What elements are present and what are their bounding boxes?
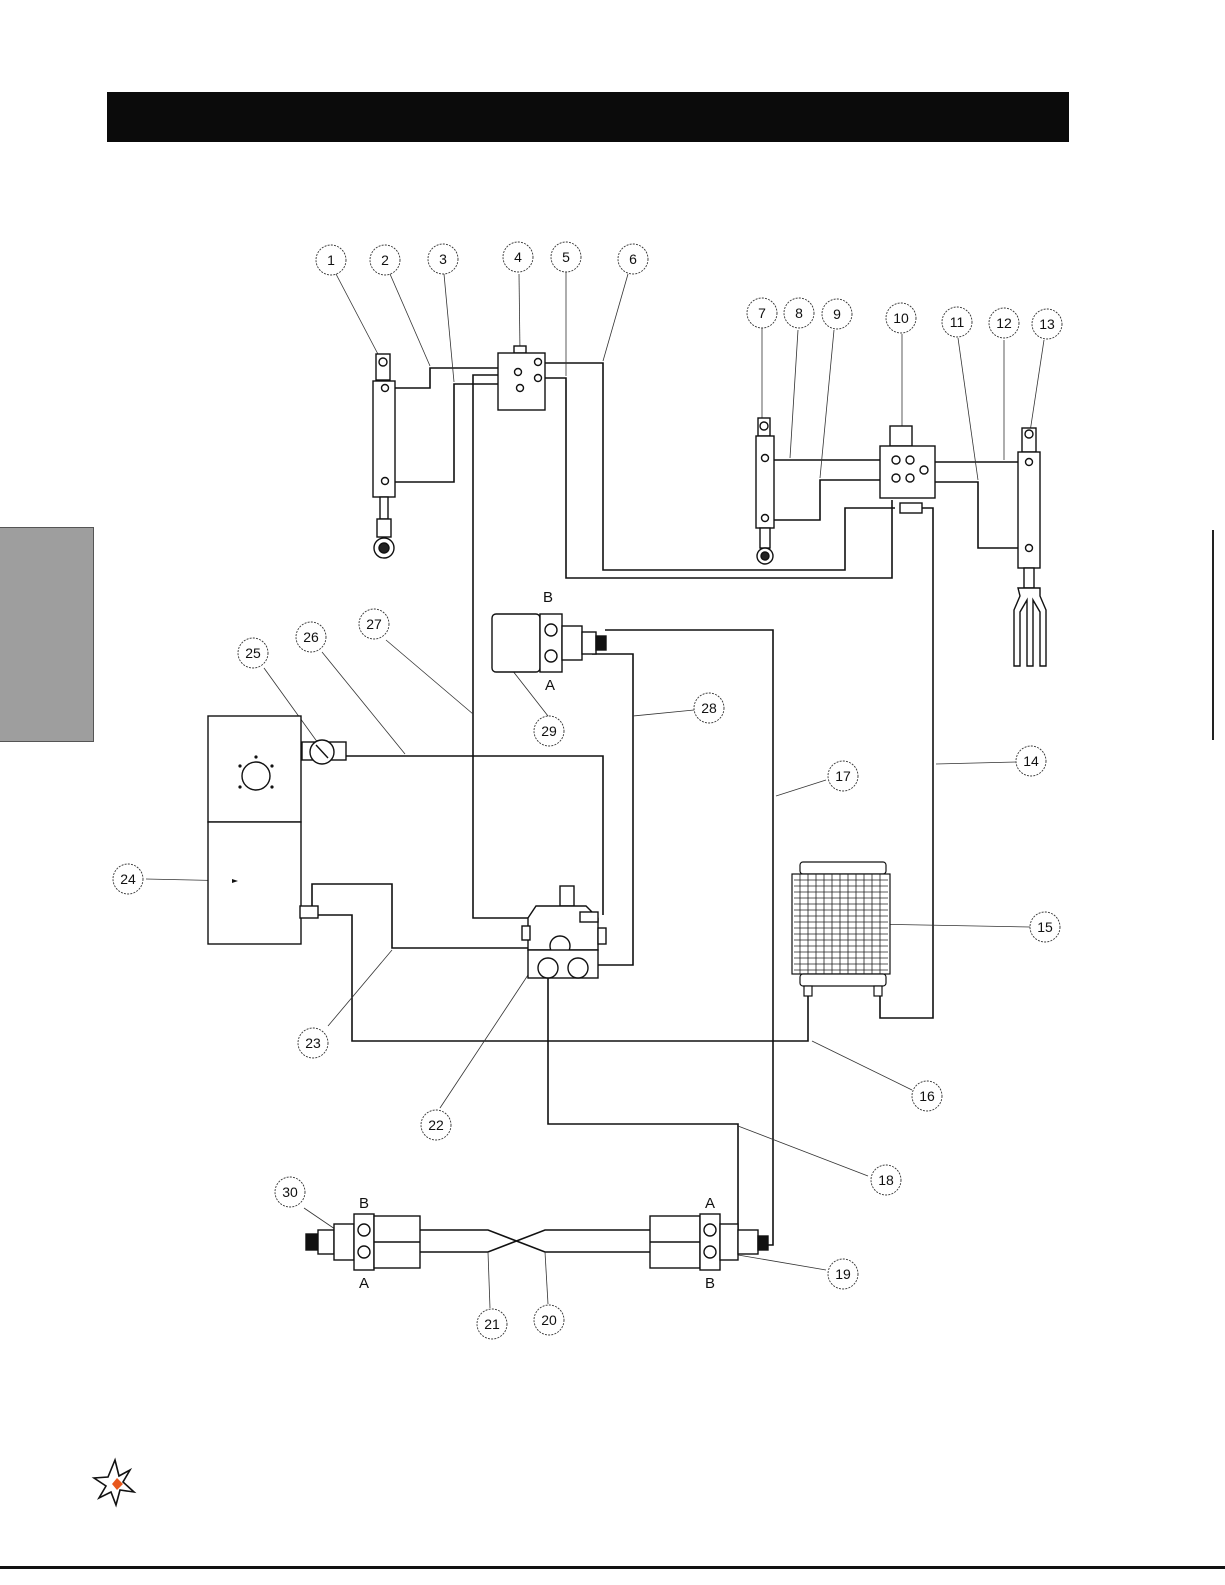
hose-3 bbox=[395, 384, 500, 482]
wheel-motor-left bbox=[306, 1214, 420, 1270]
hose-11 bbox=[935, 482, 1020, 548]
hose-9 bbox=[772, 480, 880, 520]
hose-17 bbox=[605, 630, 773, 1245]
callout-16: 16 bbox=[919, 1088, 935, 1104]
callout-29: 29 bbox=[541, 723, 557, 739]
callout-22: 22 bbox=[428, 1117, 444, 1133]
callout-20: 20 bbox=[541, 1312, 557, 1328]
callout-13: 13 bbox=[1039, 316, 1055, 332]
callout-5: 5 bbox=[562, 249, 570, 265]
wheel-motor-right bbox=[650, 1214, 768, 1270]
callout-30: 30 bbox=[282, 1184, 298, 1200]
hose-23 bbox=[312, 884, 530, 948]
starburst-logo-icon bbox=[94, 1460, 134, 1505]
callout-24: 24 bbox=[120, 871, 136, 887]
callout-10: 10 bbox=[893, 310, 909, 326]
hydraulic-tank bbox=[208, 716, 346, 944]
callout-14: 14 bbox=[1023, 753, 1039, 769]
callout-17: 17 bbox=[835, 768, 851, 784]
callout-1: 1 bbox=[327, 252, 335, 268]
callout-28: 28 bbox=[701, 700, 717, 716]
hose-2 bbox=[395, 368, 500, 388]
hydraulic-pump bbox=[522, 886, 606, 978]
callout-27: 27 bbox=[366, 616, 382, 632]
steering-cylinder bbox=[373, 354, 395, 558]
callout-11: 11 bbox=[950, 314, 965, 330]
lift-cylinder-right bbox=[1014, 428, 1046, 666]
wheel-motor-right-port-b: B bbox=[705, 1275, 715, 1292]
wheel-motor-right-port-a: A bbox=[705, 1195, 715, 1212]
callout-19: 19 bbox=[835, 1266, 851, 1282]
callout-18: 18 bbox=[878, 1172, 894, 1188]
callout-21: 21 bbox=[484, 1316, 500, 1332]
callout-3: 3 bbox=[439, 251, 447, 267]
callout-23: 23 bbox=[305, 1035, 321, 1051]
control-valve bbox=[880, 426, 935, 513]
callout-15: 15 bbox=[1037, 919, 1053, 935]
steering-valve bbox=[498, 346, 545, 410]
hose-5 bbox=[545, 378, 892, 578]
wheel-motor-left-port-a: A bbox=[359, 1275, 369, 1292]
motor-upper-port-b: B bbox=[543, 589, 553, 606]
callout-25: 25 bbox=[245, 645, 261, 661]
callout-2: 2 bbox=[381, 252, 389, 268]
callout-12: 12 bbox=[996, 315, 1012, 331]
lift-cylinder-left bbox=[756, 418, 774, 564]
hydraulic-motor-upper bbox=[492, 614, 606, 672]
oil-cooler bbox=[792, 862, 890, 996]
callout-8: 8 bbox=[795, 305, 803, 321]
callout-7: 7 bbox=[758, 305, 766, 321]
callout-9: 9 bbox=[833, 306, 841, 322]
callout-26: 26 bbox=[303, 629, 319, 645]
callout-4: 4 bbox=[514, 249, 522, 265]
hose-6 bbox=[545, 363, 895, 570]
motor-upper-port-a: A bbox=[545, 677, 555, 694]
callout-6: 6 bbox=[629, 251, 637, 267]
wheel-motor-left-port-b: B bbox=[359, 1195, 369, 1212]
